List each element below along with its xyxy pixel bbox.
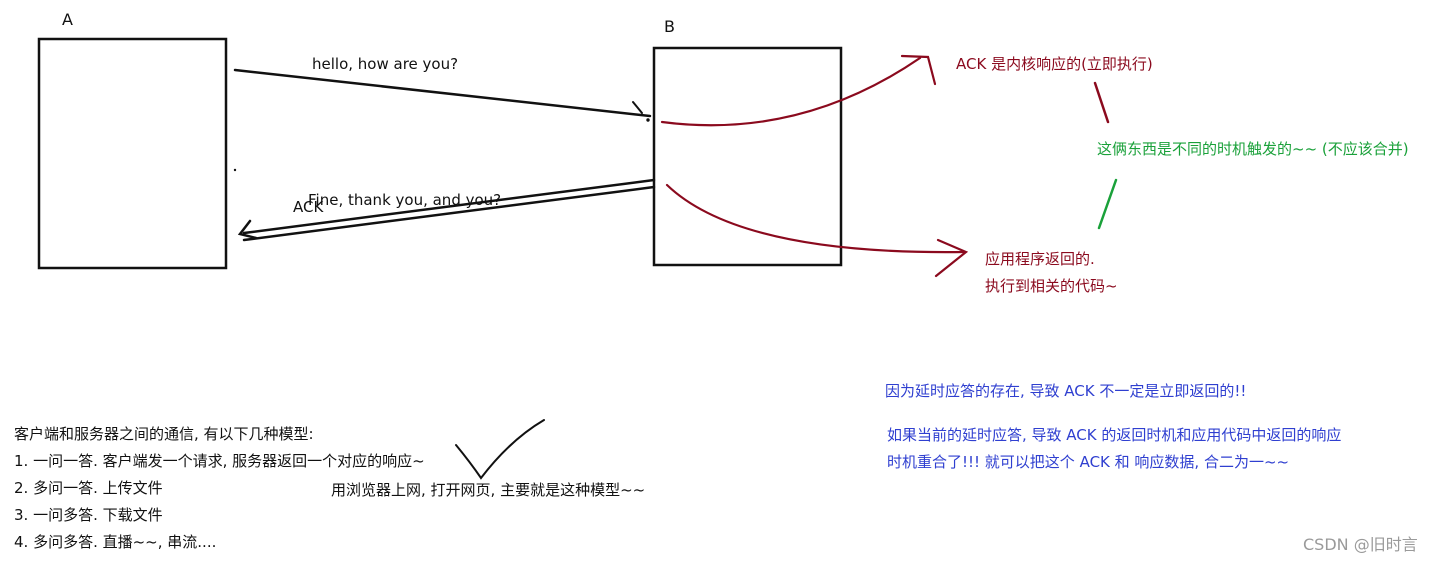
browser-model-note: 用浏览器上网, 打开网页, 主要就是这种模型~~	[331, 481, 646, 499]
host-b-label: B	[664, 17, 675, 36]
app-return-note-line1: 应用程序返回的.	[985, 250, 1095, 268]
request-arrow	[233, 68, 652, 122]
merge-note-line2: 时机重合了!!! 就可以把这个 ACK 和 响应数据, 合二为一~~	[887, 453, 1290, 471]
watermark: CSDN @旧时言	[1303, 535, 1418, 554]
request-message: hello, how are you?	[312, 55, 459, 73]
host-a-box	[37, 37, 228, 270]
ack-curve-arrow	[660, 54, 937, 127]
green-connector	[1097, 178, 1118, 230]
app-return-note-line2: 执行到相关的代码~	[985, 277, 1118, 295]
host-a-label: A	[62, 10, 73, 29]
ack-kernel-note: ACK 是内核响应的(立即执行)	[956, 55, 1153, 73]
host-b-box	[652, 46, 843, 267]
response-arrows	[237, 178, 656, 242]
response-message: Fine, thank you, and you?	[308, 191, 502, 209]
merge-note-line1: 如果当前的延时应答, 导致 ACK 的返回时机和应用代码中返回的响应	[887, 426, 1342, 444]
model-item: 4. 多问多答. 直播~~, 串流....	[14, 533, 217, 551]
models-heading: 客户端和服务器之间的通信, 有以下几种模型:	[14, 425, 314, 443]
checkmark-icon	[455, 419, 545, 480]
ack-message: ACK	[293, 198, 324, 216]
delayed-ack-note: 因为延时应答的存在, 导致 ACK 不一定是立即返回的!!	[885, 382, 1247, 400]
model-item: 2. 多问一答. 上传文件	[14, 479, 163, 497]
model-item: 3. 一问多答. 下载文件	[14, 506, 163, 524]
model-item: 1. 一问一答. 客户端发一个请求, 服务器返回一个对应的响应~	[14, 452, 425, 470]
app-curve-arrow	[665, 183, 969, 278]
red-connector	[1093, 81, 1110, 124]
stray-dot	[233, 168, 237, 172]
different-timing-note: 这俩东西是不同的时机触发的~~ (不应该合并)	[1097, 140, 1409, 158]
